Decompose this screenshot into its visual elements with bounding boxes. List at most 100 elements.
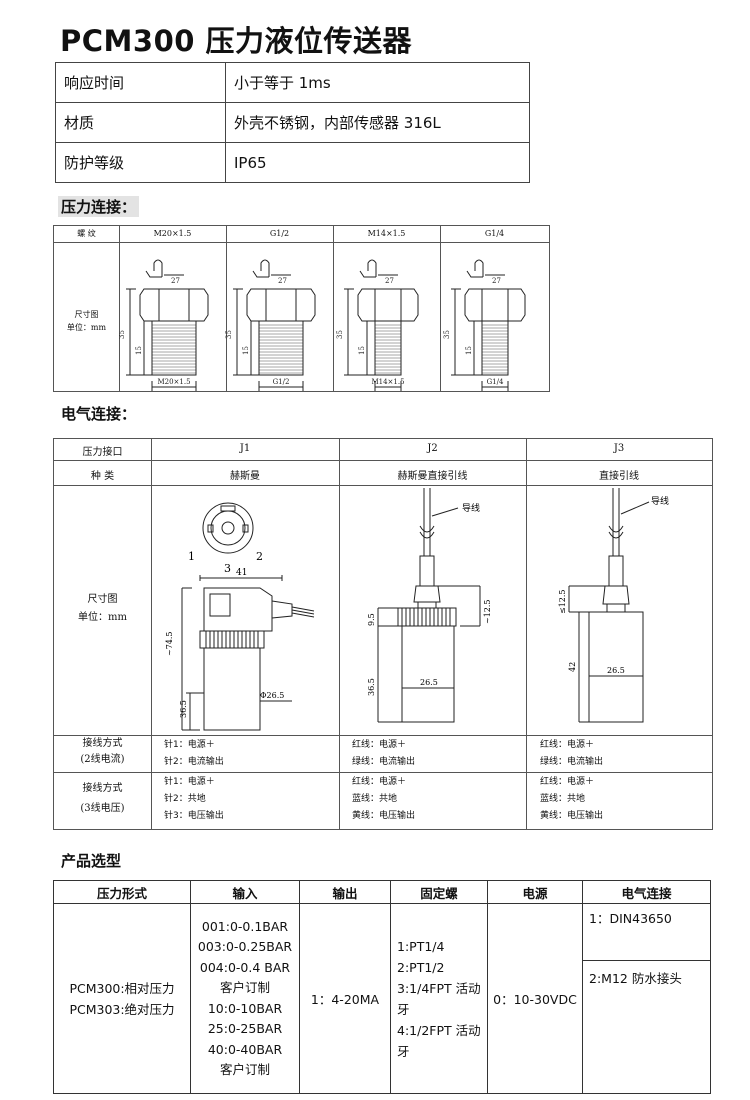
dim-text: 27 xyxy=(492,277,501,285)
table-row: PCM300:相对压力 PCM303:绝对压力 001:0-0.1BAR 003… xyxy=(53,903,711,1094)
row-label: 压力接口 xyxy=(82,447,123,458)
column-header: 压力形式 xyxy=(53,880,191,904)
divider xyxy=(54,485,712,486)
column-header: J3 xyxy=(613,443,625,454)
pressure-connection-table: 螺 纹 M20×1.5 G1/2 M14×1.5 G1/4 尺寸图 单位：mm … xyxy=(53,225,550,392)
spec-label: 材质 xyxy=(55,102,226,143)
pin-label: 1 xyxy=(188,550,195,563)
divider xyxy=(119,226,120,391)
wire-text: 红线：电源＋ xyxy=(352,740,407,750)
input-text: 001:0-0.1BAR xyxy=(201,918,289,934)
thread-dim-label: G1/2 xyxy=(273,378,290,386)
wire-label: (2线电流) xyxy=(80,754,125,765)
wire-text: 黄线：电压输出 xyxy=(352,811,416,821)
thread-header: M20×1.5 xyxy=(153,229,192,238)
j2-drawing: 导线 9.5 ~12.5 36.5 26.5 xyxy=(367,488,492,723)
model-text: PCM300:相对压力 xyxy=(69,980,175,996)
wire2-j3: 红线：电源＋ 绿线：电流输出 xyxy=(540,737,603,771)
wire3-j2: 红线：电源＋ 蓝线：共地 黄线：电压输出 xyxy=(352,774,415,825)
dim-label: 尺寸图 xyxy=(74,310,99,319)
divider xyxy=(526,439,527,829)
wire-text: 针2：电流输出 xyxy=(164,757,224,767)
dim-text: ~74.5 xyxy=(165,631,174,656)
j1-drawing: 1 2 3 41 ~74.5 36.5 Φ26.5 xyxy=(165,502,315,731)
thread-header: G1/4 xyxy=(484,229,505,238)
dim-label: 尺寸图 xyxy=(87,594,118,605)
model-cell: PCM300:相对压力 PCM303:绝对压力 xyxy=(53,903,191,1094)
type-cell: 直接引线 xyxy=(599,471,639,482)
fitting-drawings: 273515M20×1.5273515G1/2273515M14×1.52735… xyxy=(119,259,526,391)
dim-text: 42 xyxy=(568,662,577,672)
wire-text: 针3：电压输出 xyxy=(164,811,224,821)
thread-dim-label: M20×1.5 xyxy=(157,378,190,386)
column-header: 固定螺 xyxy=(390,880,488,904)
table-row: 材质 外壳不锈钢，内部传感器 316L xyxy=(55,102,530,143)
divider xyxy=(54,772,712,773)
input-text: 25:0-25BAR xyxy=(207,1021,283,1036)
column-header: J1 xyxy=(239,443,251,454)
wire3-label-cell: 接线方式 (3线电压) xyxy=(54,779,151,819)
column-header: 输出 xyxy=(299,880,391,904)
divider xyxy=(333,226,334,391)
type-cell: 赫斯曼直接引线 xyxy=(397,471,468,482)
j3-drawing: 导线 ≤12.5 42 26.5 xyxy=(558,488,669,723)
dim-text: 15 xyxy=(135,346,143,355)
thread-dim-label: G1/4 xyxy=(487,378,504,386)
output-cell: 1：4-20MA xyxy=(299,903,391,1094)
divider xyxy=(339,439,340,829)
column-header: 输入 xyxy=(190,880,300,904)
wire-text: 红线：电源＋ xyxy=(540,777,595,787)
input-text: 客户订制 xyxy=(219,980,270,995)
specs-table: 响应时间 小于等于 1ms 材质 外壳不锈钢，内部传感器 316L 防护等级 I… xyxy=(55,62,530,183)
thread-header-label: 螺 纹 xyxy=(77,229,96,238)
dim-text: 27 xyxy=(385,277,394,285)
row-label: 种 类 xyxy=(90,471,115,482)
dim-text: 27 xyxy=(171,277,180,285)
type-cell: 赫斯曼 xyxy=(230,471,260,482)
dim-text: 35 xyxy=(443,330,451,339)
dim-label-cell: 尺寸图 单位：mm xyxy=(54,591,151,627)
wire3-j3: 红线：电源＋ 蓝线：共地 黄线：电压输出 xyxy=(540,774,603,825)
power-cell: 0：10-30VDC xyxy=(487,903,583,1094)
fitting-drawing xyxy=(126,259,209,391)
thread-dim-label: M14×1.5 xyxy=(371,378,404,386)
divider xyxy=(54,242,549,243)
wire-text: 黄线：电压输出 xyxy=(540,811,604,821)
dim-text: 15 xyxy=(358,346,366,355)
wire2-j1: 针1：电源＋ 针2：电流输出 xyxy=(164,737,224,771)
thread-header: M14×1.5 xyxy=(367,229,406,238)
column-header: 电源 xyxy=(487,880,583,904)
input-text: 10:0-10BAR xyxy=(207,1000,283,1016)
pin-label: 2 xyxy=(256,550,263,563)
table-row: 防护等级 IP65 xyxy=(55,142,530,183)
section-selection-heading: 产品选型 xyxy=(61,852,122,870)
dim-text: 36.5 xyxy=(367,678,376,696)
dim-text: Φ26.5 xyxy=(260,691,284,700)
unit-label: 单位：mm xyxy=(78,612,127,623)
fitting-drawing xyxy=(344,259,419,391)
selection-table: 压力形式 输入 输出 固定螺 电源 电气连接 PCM300:相对压力 PCM30… xyxy=(53,880,711,1094)
lead-label: 导线 xyxy=(462,502,480,514)
table-header-row: 压力形式 输入 输出 固定螺 电源 电气连接 xyxy=(53,880,711,904)
wire-label: (3线电压) xyxy=(80,803,125,814)
input-text: 客户订制 xyxy=(219,1062,270,1077)
column-header: J2 xyxy=(427,443,438,454)
fixing-cell: 1:PT1/4 2:PT1/2 3:1/4FPT 活动牙 4:1/2FPT 活动… xyxy=(390,903,488,1094)
wire-text: 针1：电源＋ xyxy=(164,777,215,787)
lead-label: 导线 xyxy=(651,495,669,507)
dim-label-cell: 尺寸图 单位：mm xyxy=(54,308,119,334)
input-text: 004:0-0.4 BAR xyxy=(199,959,291,975)
dim-text: 15 xyxy=(465,346,473,355)
dim-text: 41 xyxy=(236,568,247,578)
wire-label: 接线方式 xyxy=(82,783,123,794)
divider xyxy=(54,735,712,736)
dim-text: 35 xyxy=(225,330,233,339)
dim-text: 36.5 xyxy=(179,700,188,718)
wire-text: 蓝线：共地 xyxy=(352,794,398,804)
connection-cell: 2:M12 防水接头 xyxy=(582,960,711,1094)
dim-text: ~12.5 xyxy=(483,599,492,624)
fixing-text: 3:1/4FPT 活动牙 xyxy=(397,980,481,1017)
divider xyxy=(226,226,227,391)
wire-text: 绿线：电流输出 xyxy=(540,757,604,767)
spec-value: 外壳不锈钢，内部传感器 316L xyxy=(225,102,530,143)
